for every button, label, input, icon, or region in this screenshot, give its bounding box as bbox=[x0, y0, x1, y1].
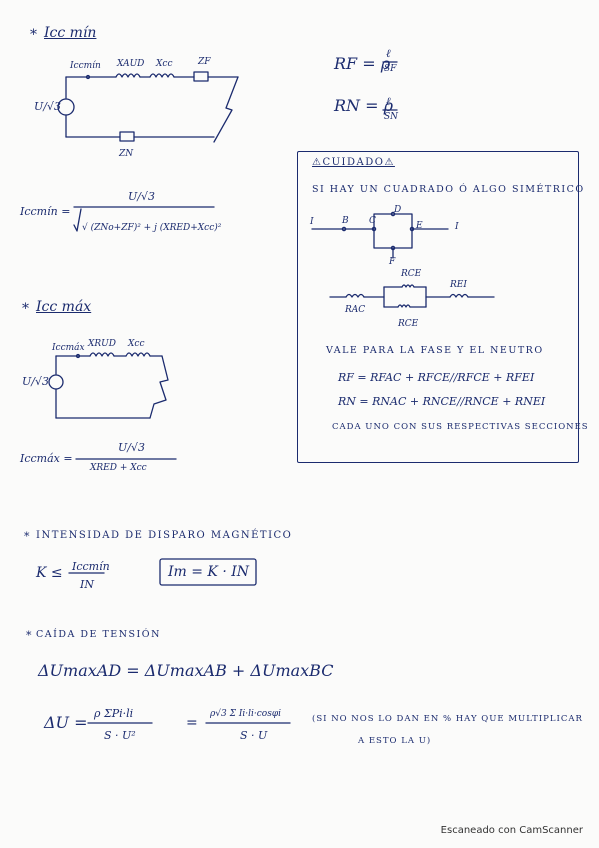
caution-eq-rn: RN = RNAC + RNCE//RNCE + RNEI bbox=[338, 395, 546, 408]
voltage-drop-title: CAÍDA DE TENSIÓN bbox=[36, 629, 161, 640]
voltage-drop-total-eq: ΔUmaxAD = ΔUmaxAB + ΔUmaxBC bbox=[38, 661, 334, 680]
bullet-magnetic: * bbox=[24, 530, 30, 543]
rn-formula: RN = ρ bbox=[334, 96, 394, 115]
du-equals: = bbox=[186, 715, 198, 731]
icc-max-formula-den: XRED + Xcc bbox=[90, 463, 147, 473]
caution-square-diagram bbox=[311, 211, 449, 259]
icc-min-formula-lhs: Iccmín = bbox=[20, 205, 71, 218]
label-rce-bot: RCE bbox=[398, 319, 419, 329]
du-note-line2: A ESTO LA U) bbox=[358, 736, 432, 746]
du-note-line1: (SI NO NOS LO DAN EN % HAY QUE MULTIPLIC… bbox=[312, 714, 583, 724]
icc-max-formula-lhs: Iccmáx = bbox=[20, 452, 73, 465]
du-lhs: ΔU = bbox=[44, 713, 88, 732]
label-source-max: U/√3 bbox=[22, 375, 49, 388]
caution-eq-rf: RF = RFAC + RFCE//RFCE + RFEI bbox=[338, 371, 535, 384]
icc-min-formula-den: √ (ZNo+ZF)² + j (XRED+Xcc)² bbox=[82, 223, 222, 233]
boxed-im-formula: Im = K · IN bbox=[168, 564, 250, 580]
bullet-icc-max: * bbox=[22, 301, 29, 317]
node-f: F bbox=[389, 257, 396, 267]
icc-max-title: Icc máx bbox=[36, 299, 92, 315]
rf-frac-top: ℓ bbox=[386, 47, 391, 60]
du-den2: S · U bbox=[240, 729, 268, 742]
k-num: Iccmín bbox=[72, 560, 110, 573]
du-num1: ρ ΣPi·li bbox=[94, 707, 134, 720]
k-den: IN bbox=[80, 578, 94, 591]
icc-max-circuit bbox=[48, 352, 169, 419]
label-zf: ZF bbox=[198, 57, 211, 67]
caution-line2: VALE PARA LA FASE Y EL NEUTRO bbox=[326, 345, 544, 356]
icc-min-title: Icc mín bbox=[44, 25, 97, 41]
bullet-icc-min: * bbox=[30, 27, 37, 43]
label-xcc: Xcc bbox=[156, 59, 173, 69]
label-xrud: XRUD bbox=[88, 339, 116, 349]
caution-box bbox=[297, 151, 579, 463]
label-iccmin: Iccmín bbox=[70, 61, 101, 71]
node-d: D bbox=[394, 205, 402, 215]
icc-min-fraction bbox=[73, 206, 215, 232]
label-rce-top: RCE bbox=[401, 269, 422, 279]
node-e: E bbox=[416, 221, 423, 231]
caution-line3: CADA UNO CON SUS RESPECTIVAS SECCIONES bbox=[332, 422, 589, 432]
du-den1: S · U² bbox=[104, 729, 136, 742]
rn-frac-top: ℓ bbox=[386, 95, 391, 108]
label-iccmax: Iccmáx bbox=[52, 343, 85, 353]
label-source-min: U/√3 bbox=[34, 100, 61, 113]
du-num2: ρ√3 Σ Ii·li·cosφi bbox=[210, 709, 282, 719]
label-rac: RAC bbox=[345, 305, 366, 315]
caution-parallel-diagram bbox=[329, 284, 495, 308]
camscanner-watermark: Escaneado con CamScanner bbox=[440, 825, 583, 836]
label-zn: ZN bbox=[119, 149, 134, 159]
icc-min-circuit bbox=[57, 71, 239, 143]
caution-title: ⚠CUIDADO⚠ bbox=[312, 157, 395, 168]
node-i-left: I bbox=[310, 217, 314, 227]
rn-frac-bot: SN bbox=[384, 112, 399, 122]
label-xaud: XAUD bbox=[117, 59, 145, 69]
node-b: B bbox=[342, 216, 349, 226]
label-rei: REI bbox=[450, 280, 467, 290]
node-i-right: I bbox=[455, 222, 459, 232]
rf-frac-bot: SF bbox=[384, 64, 397, 74]
node-c: C bbox=[369, 216, 376, 226]
icc-max-formula-num: U/√3 bbox=[118, 441, 145, 454]
caution-line1: SI HAY UN CUADRADO Ó ALGO SIMÉTRICO bbox=[312, 184, 585, 195]
bullet-voltage-drop: * bbox=[26, 629, 32, 642]
icc-min-formula-num: U/√3 bbox=[128, 190, 155, 203]
rf-formula: RF = ρ bbox=[334, 54, 391, 73]
label-xcc-max: Xcc bbox=[128, 339, 145, 349]
magnetic-title: INTENSIDAD DE DISPARO MAGNÉTICO bbox=[36, 530, 293, 541]
k-lhs: K ≤ bbox=[36, 565, 63, 581]
